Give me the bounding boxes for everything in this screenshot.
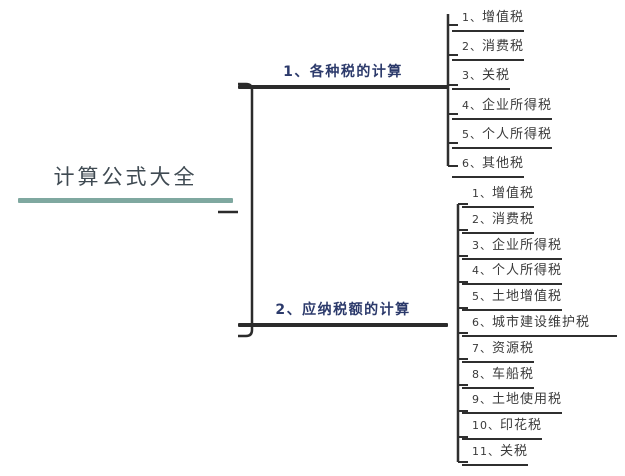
leaf-item[interactable]: 1、增值税 [452,6,524,32]
leaf-item[interactable]: 6、其他税 [452,152,524,178]
leaf-label: 1、增值税 [452,7,524,29]
root-label: 计算公式大全 [53,165,198,189]
leaf-label: 1、增值税 [462,183,534,205]
leaf-underline [462,412,562,415]
leaf-underline [462,335,617,337]
leaf-underline [462,309,562,312]
leaf-item[interactable]: 5、个人所得税 [452,123,552,149]
branch-node-1[interactable]: 1、各种税的计算 [238,62,448,89]
leaf-name: 其他税 [482,156,525,171]
leaf-name: 消费税 [482,39,525,55]
leaf-label: 4、个人所得税 [462,260,562,282]
leaf-item[interactable]: 1、增值税 [462,182,534,208]
branch-1-underline [238,85,448,89]
leaf-number: 4、 [472,264,492,278]
leaf-label: 9、土地使用税 [462,389,562,411]
leaf-label: 2、消费税 [452,36,524,58]
branch-node-2[interactable]: 2、应纳税额的计算 [238,300,448,327]
leaf-label: 2、消费税 [462,209,534,231]
branch-1-label: 1、各种税的计算 [283,64,403,80]
leaf-name: 土地增值税 [492,289,563,305]
leaf-underline [462,438,542,441]
leaf-label: 6、其他税 [452,153,524,175]
leaf-label: 3、关税 [452,65,510,87]
leaf-name: 关税 [500,444,529,459]
leaf-name: 个人所得税 [482,126,553,142]
leaf-label: 5、土地增值税 [462,286,562,308]
leaf-label: 6、城市建设维护税 [462,312,590,334]
leaf-number: 8、 [472,367,492,381]
leaf-item[interactable]: 3、关税 [452,64,510,91]
leaf-underline [462,283,562,286]
leaf-name: 消费税 [492,211,535,227]
leaf-item[interactable]: 4、企业所得税 [452,94,552,120]
leaf-underline [452,176,524,178]
leaf-number: 3、 [472,238,492,252]
branch-2-underline [238,323,448,327]
leaf-label: 3、企业所得税 [462,235,562,257]
leaf-item[interactable]: 6、城市建设维护税 [462,311,617,337]
leaf-number: 10、 [472,419,500,433]
leaf-item[interactable]: 7、资源税 [462,337,534,363]
leaf-underline [452,88,510,91]
leaf-name: 资源税 [492,340,535,356]
leaf-underline [462,206,534,208]
leaf-number: 2、 [472,212,492,226]
leaf-label: 7、资源税 [462,338,534,360]
leaf-item[interactable]: 3、企业所得税 [462,234,562,260]
leaf-item[interactable]: 11、关税 [462,440,528,466]
leaf-name: 增值税 [482,10,525,25]
leaf-number: 5、 [462,127,482,141]
leaf-item[interactable]: 10、印花税 [462,414,542,441]
leaf-item[interactable]: 2、消费税 [452,35,524,62]
leaf-number: 3、 [462,69,482,83]
leaf-number: 1、 [462,11,482,24]
leaf-item[interactable]: 4、个人所得税 [462,259,562,286]
leaf-number: 7、 [472,341,492,355]
leaf-label: 5、个人所得税 [452,124,552,146]
leaf-number: 11、 [472,445,500,458]
leaf-item[interactable]: 9、土地使用税 [462,388,562,415]
leaf-name: 城市建设维护税 [492,315,591,330]
leaf-underline [462,386,534,389]
leaf-number: 4、 [462,98,482,112]
leaf-name: 增值税 [492,186,535,201]
leaf-underline [462,257,562,260]
leaf-item[interactable]: 5、土地增值税 [462,285,562,312]
root-underline [18,198,233,203]
leaf-underline [462,360,534,363]
root-node[interactable]: 计算公式大全 [18,160,233,203]
leaf-underline [452,59,524,62]
leaf-name: 企业所得税 [492,237,563,253]
leaf-number: 9、 [472,393,492,407]
leaf-name: 企业所得税 [482,97,553,113]
leaf-name: 土地使用税 [492,392,563,408]
leaf-number: 6、 [472,316,492,329]
leaf-name: 个人所得税 [492,263,563,279]
leaf-number: 1、 [472,187,492,200]
leaf-label: 4、企业所得税 [452,95,552,117]
leaf-underline [452,30,524,32]
leaf-underline [452,146,552,149]
leaf-label: 11、关税 [462,441,528,463]
leaf-number: 2、 [462,40,482,54]
leaf-name: 印花税 [500,418,543,434]
leaf-underline [462,464,528,466]
leaf-label: 10、印花税 [462,415,542,437]
leaf-item[interactable]: 8、车船税 [462,363,534,389]
leaf-underline [462,231,534,234]
leaf-item[interactable]: 2、消费税 [462,208,534,234]
leaf-number: 5、 [472,290,492,304]
leaf-number: 6、 [462,157,482,170]
leaf-name: 车船税 [492,366,535,382]
leaf-name: 关税 [482,68,511,84]
leaf-label: 8、车船税 [462,364,534,386]
leaf-underline [452,117,552,120]
branch-2-label: 2、应纳税额的计算 [275,302,411,318]
